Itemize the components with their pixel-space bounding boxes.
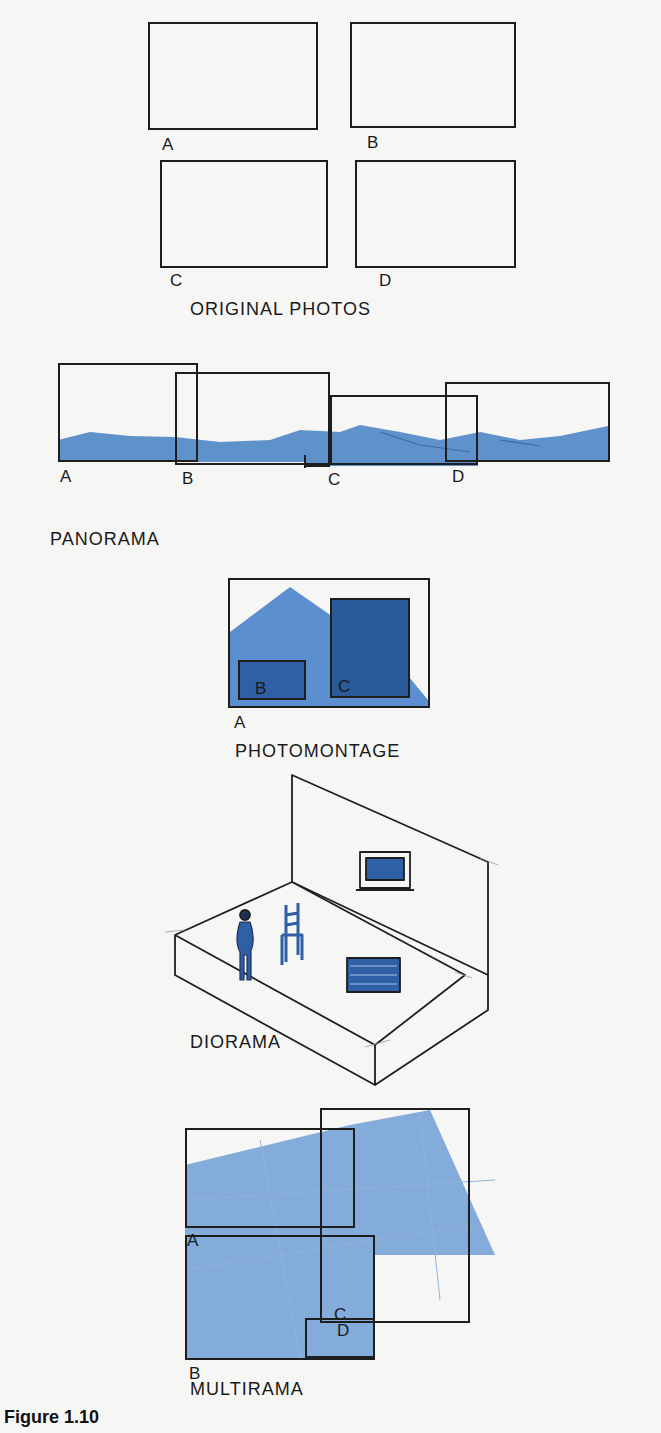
frame-letter: A <box>234 714 245 731</box>
notch-line <box>304 455 306 468</box>
rug <box>347 958 400 992</box>
frame-letter: D <box>452 468 464 485</box>
frame-letter: D <box>337 1322 349 1339</box>
construction-line <box>165 858 498 1047</box>
frame-letter: A <box>162 136 173 153</box>
photo-frame: D <box>355 160 516 268</box>
floor-plane <box>175 882 465 1045</box>
photo-frame: B <box>238 660 306 700</box>
section-title: ORIGINAL PHOTOS <box>190 300 371 318</box>
window-glass <box>366 858 404 880</box>
frame-letter: A <box>60 468 71 485</box>
photo-frame: D <box>445 382 610 462</box>
window <box>360 852 410 888</box>
photo-frame: C <box>330 395 478 465</box>
diorama-model <box>165 775 498 1085</box>
frame-letter: D <box>379 272 391 289</box>
frame-letter: C <box>338 678 350 695</box>
photo-frame: C <box>330 598 410 698</box>
photo-frame: C <box>320 1108 470 1323</box>
section-title: PHOTOMONTAGE <box>235 742 400 760</box>
photo-frame: B <box>350 22 516 128</box>
rug-stripes <box>350 966 397 984</box>
frame-letter: C <box>170 272 182 289</box>
section-title: DIORAMA <box>190 1033 281 1051</box>
photo-frame: A <box>185 1128 355 1228</box>
base-edge <box>175 935 488 1085</box>
hill-shape <box>230 587 428 706</box>
person-head <box>240 910 250 920</box>
landscape-band <box>58 425 608 466</box>
ridge-line <box>380 432 540 452</box>
photo-frame: B <box>185 1235 375 1360</box>
window-sill <box>356 889 414 891</box>
multirama-field <box>185 1110 495 1358</box>
frame-letter: B <box>182 470 193 487</box>
photo-frame: C <box>160 160 328 268</box>
frame-letter: C <box>328 471 340 488</box>
frame-letter: C <box>334 1306 346 1323</box>
photo-frame: ABC <box>228 578 430 708</box>
frame-letter: B <box>255 680 266 697</box>
frame-letter: B <box>367 134 378 151</box>
section-title: PANORAMA <box>50 530 160 548</box>
notch-line <box>305 465 330 467</box>
figure-caption: Figure 1.10 <box>4 1408 99 1426</box>
photo-frame: A <box>148 22 318 130</box>
photo-frame: D <box>305 1318 375 1358</box>
photo-frame: B <box>175 372 330 465</box>
photo-frame: A <box>58 363 198 462</box>
section-title: MULTIRAMA <box>190 1380 304 1398</box>
person-figure <box>237 922 253 980</box>
chair <box>282 903 302 965</box>
